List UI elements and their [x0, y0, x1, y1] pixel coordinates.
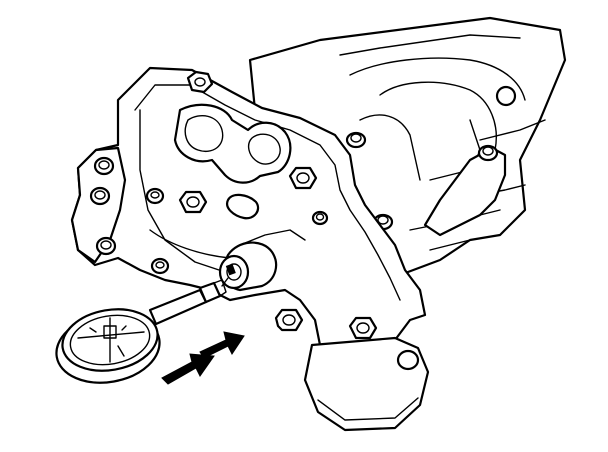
housing-bolt-top [186, 70, 214, 94]
bracket-bolt [477, 144, 499, 162]
housing-bolt-right [288, 166, 318, 190]
probe-contact-line [221, 277, 229, 287]
housing-bolt-bottom-right [348, 316, 378, 340]
housing-bolt-lower-left [150, 257, 170, 275]
foot-hole [396, 349, 420, 371]
housing-bolt-upper-right [345, 131, 367, 149]
housing-bolt-inner [145, 187, 165, 205]
housing-bolt-center [178, 190, 208, 214]
double-arrow-icon [161, 331, 245, 385]
housing-bolt-bottom [274, 308, 304, 332]
housing-bolt-left-lower [95, 236, 117, 256]
mounting-foot [303, 336, 430, 432]
indicator-stem [148, 279, 227, 326]
block-bore [495, 85, 517, 107]
dial-indicator-icon [55, 308, 161, 384]
housing-bolt-left-upper [93, 156, 115, 176]
housing-bolt-inner-right [311, 210, 329, 226]
housing-bolt-left-mid [89, 186, 111, 206]
